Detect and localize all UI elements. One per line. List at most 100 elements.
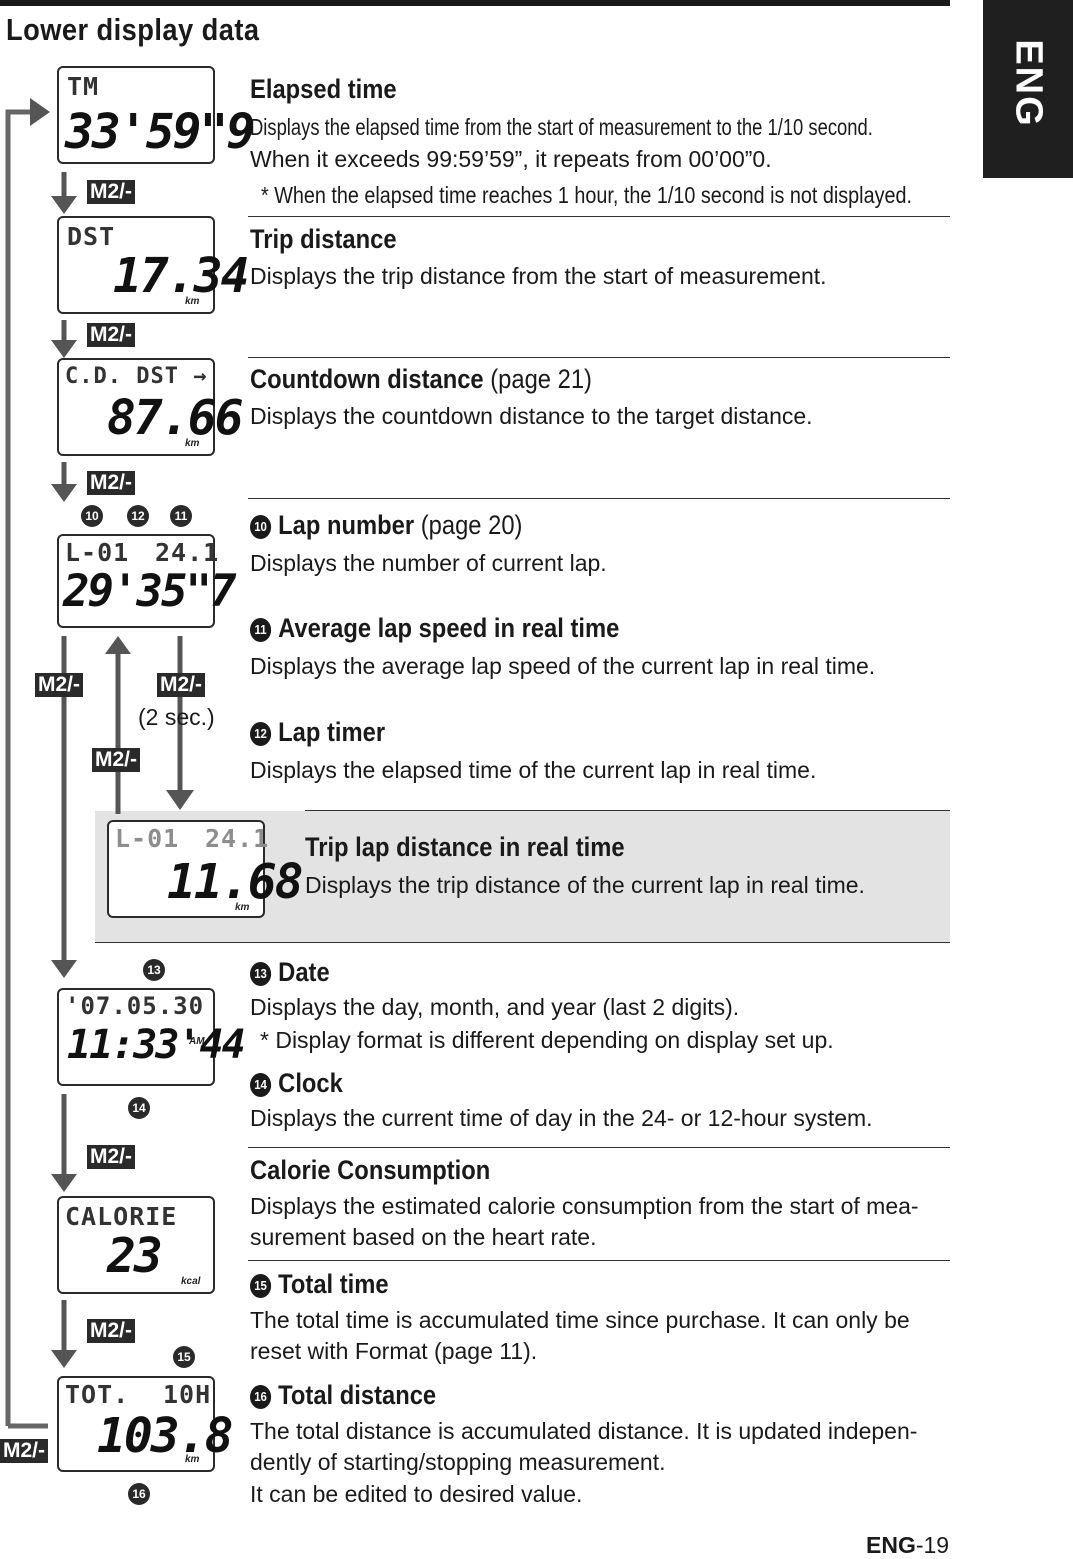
callout-11-icon: 11: [170, 505, 192, 527]
lap-timer-title-text: Lap timer: [278, 717, 386, 747]
elapsed-time-note: * When the elapsed time reaches 1 hour, …: [261, 182, 912, 208]
lcd-label: DST: [67, 222, 116, 251]
date-note: * Display format is different depending …: [260, 1027, 834, 1053]
lcd-label-left: TOT.: [65, 1380, 130, 1409]
elapsed-time-line2: When it exceeds 99:59’59”, it repeats fr…: [250, 146, 772, 172]
m2-tag: M2/-: [0, 1439, 48, 1463]
calorie-title: Calorie Consumption: [250, 1155, 491, 1185]
total-time-title-text: Total time: [278, 1269, 389, 1299]
total-time-line1: The total time is accumulated time since…: [250, 1307, 910, 1333]
lcd-unit: km: [235, 902, 250, 913]
number-12-icon: 12: [250, 721, 272, 746]
lcd-unit: km: [185, 1454, 200, 1465]
divider: [95, 942, 950, 943]
clock-body: Displays the current time of day in the …: [250, 1105, 873, 1131]
lap-trip-title: Trip lap distance in real time: [305, 832, 625, 862]
date-title-text: Date: [278, 957, 330, 987]
m2-tag: M2/-: [87, 471, 135, 495]
lcd-label-left: L-01: [65, 538, 130, 567]
lap-number-title-text: Lap number: [278, 510, 415, 540]
divider: [248, 216, 950, 217]
language-tab: [983, 0, 1073, 178]
callout-14-icon: 14: [128, 1097, 150, 1119]
lcd-label: C.D. DST →: [65, 364, 208, 389]
total-distance-title-text: Total distance: [278, 1380, 437, 1410]
lcd-unit: km: [185, 296, 200, 307]
m2-tag: M2/-: [35, 673, 83, 697]
m2-tag: M2/-: [87, 323, 135, 347]
lap-number-body: Displays the number of current lap.: [250, 550, 607, 576]
number-11-icon: 11: [250, 617, 272, 642]
lcd-label-right: 10H: [163, 1380, 212, 1409]
clock-title-text: Clock: [278, 1068, 343, 1098]
callout-10-icon: 10: [81, 505, 103, 527]
lcd-value: 23: [107, 1228, 163, 1284]
lcd-unit: AM: [189, 1036, 205, 1047]
lcd-lap-trip: L-01 24.1 11.68 km: [107, 820, 303, 918]
lcd-label-right: 24.1: [155, 538, 220, 567]
number-10-icon: 10: [250, 514, 272, 539]
callout-15-icon: 15: [173, 1346, 195, 1368]
number-13-icon: 13: [250, 961, 272, 986]
lcd-value: 87.66: [107, 390, 243, 446]
m2-tag: M2/-: [87, 1145, 135, 1169]
lap-speed-title-text: Average lap speed in real time: [278, 613, 620, 643]
top-rule: [0, 0, 950, 6]
countdown-title-text: Countdown distance: [250, 364, 484, 394]
lcd-label-left: L-01: [115, 824, 180, 853]
callout-12-icon: 12: [127, 505, 149, 527]
countdown-page-ref: (page 21): [483, 364, 592, 394]
elapsed-time-line1: Displays the elapsed time from the start…: [250, 114, 873, 140]
lcd-label: CALORIE: [65, 1202, 178, 1231]
lcd-value: 33'59"9: [65, 104, 255, 160]
trip-distance-body: Displays the trip distance from the star…: [250, 263, 827, 289]
lcd-total: TOT. 10H 103.8 km: [57, 1376, 233, 1472]
lcd-value: 11.68: [167, 854, 303, 910]
lcd-label: TM: [67, 72, 100, 101]
lcd-value: 17.34: [113, 248, 249, 304]
date-body: Displays the day, month, and year (last …: [250, 994, 740, 1020]
page-prefix: ENG: [866, 1532, 916, 1558]
divider: [248, 1260, 950, 1261]
calorie-line2: surement based on the heart rate.: [250, 1224, 597, 1250]
lcd-unit: kcal: [181, 1276, 201, 1287]
number-16-icon: 16: [250, 1384, 272, 1409]
lcd-elapsed-time: TM 33'59"9: [57, 66, 255, 164]
m2-tag: M2/-: [87, 1319, 135, 1343]
lcd-lap: L-01 24.1 29'35"7: [57, 534, 236, 628]
number-14-icon: 14: [250, 1072, 272, 1097]
lcd-date-clock: '07.05.30 11:33'44 AM: [57, 988, 246, 1086]
divider: [248, 357, 950, 358]
lcd-calorie: CALORIE 23 kcal: [57, 1196, 215, 1294]
lcd-value: 11:33'44: [67, 1022, 246, 1068]
page-number: ENG-19: [866, 1532, 949, 1559]
lap-trip-body: Displays the trip distance of the curren…: [305, 872, 865, 898]
page-suffix: -19: [915, 1532, 950, 1558]
countdown-title: Countdown distance (page 21): [250, 364, 592, 395]
lcd-label: '07.05.30: [65, 992, 205, 1020]
lap-number-page-ref: (page 20): [414, 510, 523, 540]
total-distance-line2: dently of starting/stopping measurement.: [250, 1449, 666, 1475]
countdown-body: Displays the countdown distance to the t…: [250, 403, 813, 429]
lcd-countdown-distance: C.D. DST → 87.66 km: [57, 358, 243, 456]
lcd-label-right: 24.1: [205, 824, 270, 853]
two-seconds-note: (2 sec.): [138, 704, 215, 730]
lap-speed-body: Displays the average lap speed of the cu…: [250, 653, 876, 679]
trip-distance-title: Trip distance: [250, 224, 397, 254]
lcd-unit: km: [185, 438, 200, 449]
m2-tag: M2/-: [157, 673, 205, 697]
section-title: Lower display data: [6, 12, 260, 47]
m2-tag: M2/-: [87, 180, 135, 204]
lcd-trip-distance: DST 17.34 km: [57, 216, 249, 314]
number-15-icon: 15: [250, 1273, 272, 1298]
total-distance-line3: It can be edited to desired value.: [250, 1481, 583, 1507]
m2-tag: M2/-: [92, 748, 140, 772]
divider: [248, 498, 950, 499]
